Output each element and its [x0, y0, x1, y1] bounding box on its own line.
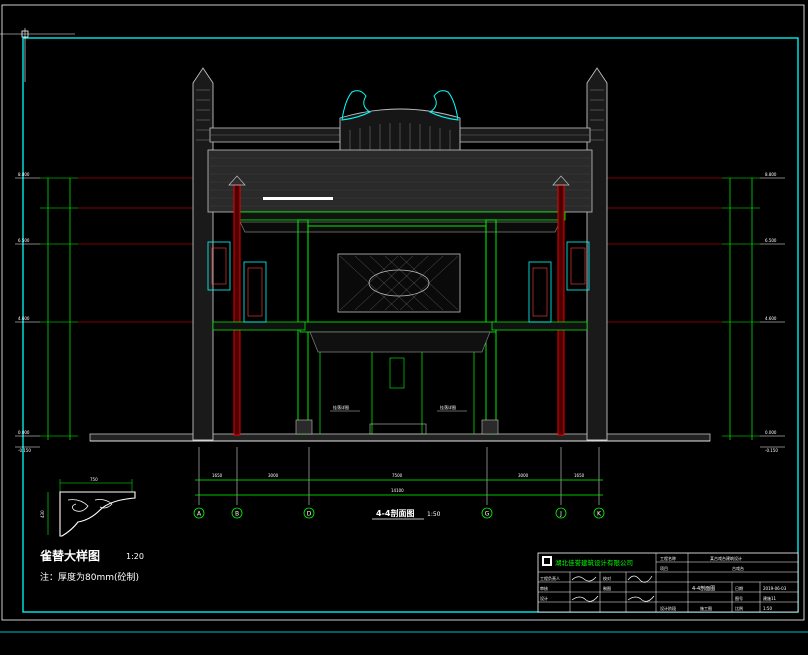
right-dragon-ornament [428, 90, 459, 121]
number-label: 图号 [735, 595, 743, 601]
row-label-2: 审核 [540, 585, 548, 591]
item-label: 项目 [660, 565, 668, 571]
dim-segment-5: 1650 [574, 473, 585, 478]
right-outer-window [566, 241, 590, 291]
signature-3 [571, 595, 599, 602]
right-level-3: 4.600 [765, 316, 777, 321]
section-scale: 1:50 [427, 511, 441, 518]
left-stage-label: 挂落详图 [333, 404, 349, 410]
number-value: 建施11 [763, 595, 777, 601]
left-level-3: 4.600 [18, 316, 30, 321]
axis-b: B [235, 511, 239, 518]
right-level-2: 6.500 [765, 238, 777, 243]
stage-apron [309, 331, 491, 353]
crosshair-cursor [0, 28, 75, 82]
left-level-4: 0.000 [18, 430, 30, 435]
left-level-5: -0.150 [18, 448, 31, 453]
scale-value: 1:50 [763, 606, 772, 611]
column-j [557, 184, 565, 436]
project-label: 工程名称 [660, 555, 676, 561]
axis-bubbles: A B D G J K [193, 507, 605, 519]
left-outer-window [207, 241, 231, 291]
left-level-chain [40, 177, 78, 440]
left-level-labels: 8.800 6.500 4.600 0.000 -0.150 [15, 172, 40, 453]
date-label: 日期 [735, 585, 743, 591]
roof-note-bar [263, 197, 333, 200]
right-balcony [491, 321, 588, 331]
eave-beam [234, 211, 566, 221]
date-value: 2019-06-03 [763, 586, 787, 591]
column-b [233, 184, 241, 436]
dim-segment-4: 3000 [518, 473, 529, 478]
drawing-frame [22, 37, 799, 613]
detail-height: 430 [40, 510, 45, 518]
signature-2 [627, 575, 653, 583]
detail-title: 雀替大样图 [39, 548, 100, 563]
panel-lattice [339, 255, 459, 311]
right-inner-window [528, 261, 552, 323]
ground-slab [89, 433, 711, 442]
axis-a: A [197, 511, 202, 518]
detail-scale: 1:20 [126, 552, 144, 561]
row-label-3: 设计 [540, 595, 548, 601]
axis-g: G [485, 511, 490, 518]
left-dragon-ornament [341, 90, 372, 121]
section-title-text: 4-4剖面图 [376, 508, 414, 518]
sheet-border [1, 4, 805, 621]
right-stage-label: 挂落详图 [440, 404, 456, 410]
building-section: 挂落详图 挂落详图 [89, 67, 711, 442]
left-level-2: 6.500 [18, 238, 30, 243]
drawing-name: 4-4剖面图 [692, 585, 715, 592]
detail-note: 注：厚度为80mm(砼制) [40, 571, 139, 583]
right-level-chain [722, 177, 760, 440]
left-inner-window [243, 261, 267, 323]
right-gable-wall [586, 67, 608, 441]
axis-d: D [307, 511, 312, 518]
row-label-1: 工程负责人 [540, 575, 560, 581]
right-level-1: 8.800 [765, 172, 777, 177]
axis-j: J [559, 511, 562, 518]
detail-width: 750 [90, 477, 98, 482]
dim-segment-3: 7500 [392, 473, 403, 478]
project-name: 某古戏台建筑设计 [710, 555, 742, 561]
bottom-dimensions: 1650 3000 7500 3000 1650 14100 [195, 447, 603, 505]
item-name: 古戏台 [732, 565, 744, 571]
stage-balustrade [299, 321, 497, 333]
right-level-5: -0.150 [765, 448, 778, 453]
dim-segment-2: 3000 [268, 473, 279, 478]
bracket-outline [59, 491, 136, 537]
left-level-1: 8.800 [18, 172, 30, 177]
company-name: 湖北佳誉建筑设计有限公司 [555, 558, 633, 567]
dim-segment-1: 1650 [212, 473, 223, 478]
signature-4 [627, 595, 655, 602]
axis-k: K [597, 511, 602, 518]
left-gable-wall [192, 67, 214, 441]
scale-label: 比例 [735, 605, 743, 611]
stage-value: 施工图 [700, 605, 712, 611]
roof-tile-mass [207, 149, 593, 213]
bracket-detail: 750 430 雀替大样图 1:20 注：厚度为80mm(砼制) [39, 477, 144, 583]
eave-brackets [239, 221, 561, 233]
stage-label: 设计阶段 [660, 605, 676, 611]
section-title: 4-4剖面图 1:50 [372, 508, 441, 520]
dim-total: 14100 [391, 488, 404, 493]
col-label-2: 制图 [603, 585, 611, 591]
title-block: 湖北佳誉建筑设计有限公司 工程名称 某古戏台建筑设计 项目 古戏台 工程负责人 … [537, 552, 799, 613]
col-label-1: 校对 [603, 575, 611, 581]
right-level-labels: 8.800 6.500 4.600 0.000 -0.150 [760, 172, 785, 453]
right-level-4: 0.000 [765, 430, 777, 435]
signature-1 [571, 576, 597, 582]
left-balcony [212, 321, 306, 331]
